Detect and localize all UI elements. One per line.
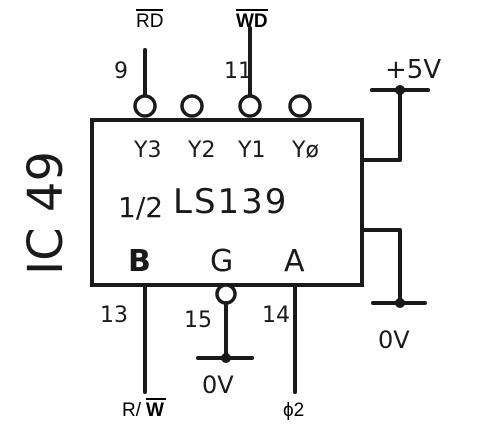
bubble-y3 — [133, 94, 157, 118]
signal-rw-w-label: W — [146, 400, 164, 421]
vcc-label: +5V — [385, 55, 441, 85]
gnd-right-junction — [395, 298, 405, 308]
bubble-g — [215, 283, 237, 305]
input-label-a: A — [284, 244, 305, 279]
bubble-y2 — [180, 94, 204, 118]
chip-body — [90, 118, 364, 287]
gnd-bottom-label: 0V — [202, 371, 234, 399]
signal-rw-r-label: R/ — [122, 400, 142, 421]
output-label-y0: Yø — [291, 138, 319, 163]
vcc-wire — [360, 88, 402, 162]
output-label-y2: Y2 — [187, 138, 215, 163]
bubble-y1 — [238, 94, 262, 118]
bubble-y0 — [288, 94, 312, 118]
gnd-right-wire — [360, 228, 402, 305]
chip-half-label: 1/2 — [118, 191, 163, 224]
pin-number-y1: 11 — [224, 59, 252, 84]
pin-number-a: 14 — [262, 303, 290, 328]
pin-number-g: 15 — [184, 308, 212, 333]
output-label-y3: Y3 — [133, 138, 161, 163]
chip-part-label: LS139 — [173, 182, 288, 222]
signal-wd-label: WD — [236, 11, 268, 32]
pin-number-y3: 9 — [114, 59, 128, 84]
signal-phi2-label: ϕ2 — [283, 400, 304, 421]
vcc-junction — [395, 85, 405, 95]
input-label-b: B — [128, 244, 151, 279]
pin-number-b: 13 — [100, 303, 128, 328]
input-label-g: G — [210, 244, 233, 279]
chip-ref-label: IC 49 — [18, 151, 74, 275]
gnd-bottom-junction — [221, 353, 231, 363]
gnd-right-label: 0V — [378, 326, 410, 354]
output-label-y1: Y1 — [237, 138, 265, 163]
signal-rd-label: RD — [136, 11, 163, 32]
